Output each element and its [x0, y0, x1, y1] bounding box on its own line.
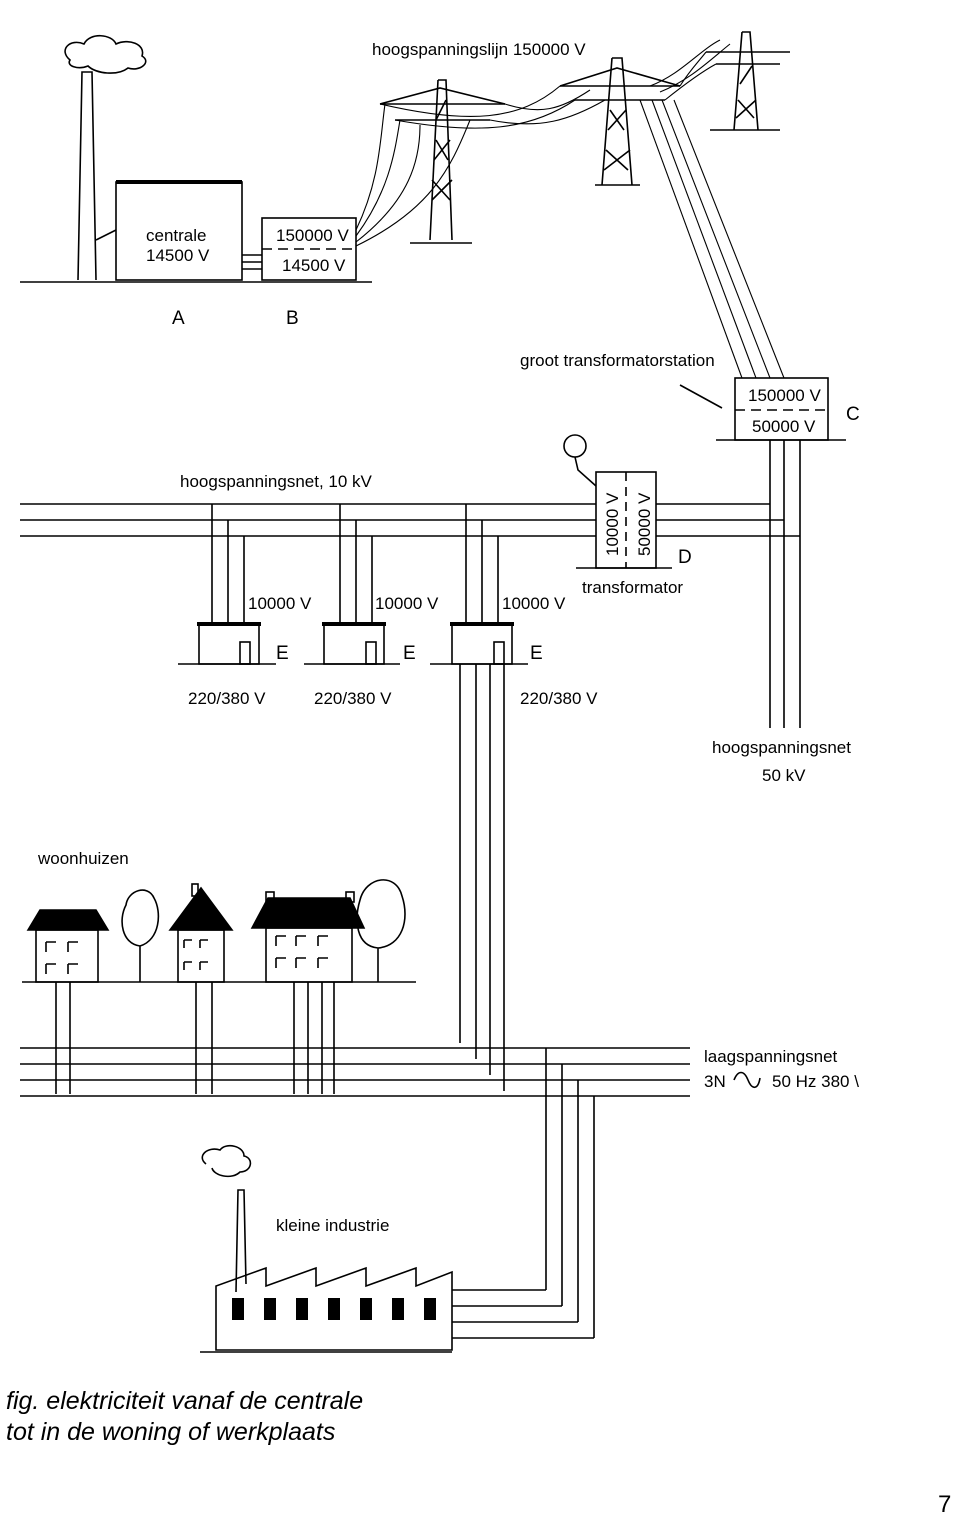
network-10kv — [20, 503, 800, 537]
letter-b: B — [286, 308, 299, 329]
transformer-d — [563, 434, 672, 569]
low-voltage-network — [20, 1047, 690, 1339]
net-10kv-label: hoogspanningsnet, 10 kV — [180, 472, 373, 491]
substation-2-input-voltage: 10000 V — [375, 594, 439, 613]
transformer-station-c — [679, 377, 846, 728]
substation-1-output-voltage: 220/380 V — [188, 689, 266, 708]
letter-e-2: E — [403, 643, 416, 664]
transformer-label: transformator — [582, 578, 683, 597]
substation-3-input-voltage: 10000 V — [502, 594, 566, 613]
substation-3-output-voltage: 220/380 V — [520, 689, 598, 708]
letter-a: A — [172, 308, 185, 329]
step-up-primary-voltage: 150000 V — [276, 226, 349, 245]
pylon-2 — [559, 57, 681, 186]
net-50kv-voltage: 50 kV — [762, 766, 806, 785]
power-plant — [20, 71, 372, 283]
station-title: groot transformatorstation — [520, 351, 715, 370]
step-up-transformer — [261, 217, 357, 281]
letter-c: C — [846, 404, 860, 425]
station-primary-voltage: 150000 V — [748, 386, 821, 405]
smoke-cloud-plant — [64, 34, 147, 74]
factory — [200, 1144, 453, 1353]
transformer-primary-voltage: 10000 V — [603, 492, 622, 556]
substation-2-output-voltage: 220/380 V — [314, 689, 392, 708]
page-number: 7 — [938, 1491, 952, 1518]
net-50kv-label: hoogspanningsnet — [712, 738, 851, 757]
caption-line-1: fig. elektriciteit vanaf de centrale — [6, 1387, 364, 1415]
pylon-1 — [379, 79, 506, 244]
substation-e-2 — [304, 504, 400, 665]
transmission-line-label: hoogspanningslijn 150000 V — [372, 40, 586, 59]
step-up-secondary-voltage: 14500 V — [282, 256, 346, 275]
ac-wave-symbol — [733, 1071, 761, 1089]
letter-e-1: E — [276, 643, 289, 664]
caption-line-2: tot in de woning of werkplaats — [6, 1418, 336, 1446]
houses — [22, 879, 416, 1094]
figure-caption: fig. elektriciteit vanaf de centrale tot… — [6, 1386, 363, 1448]
letter-e-3: E — [530, 643, 543, 664]
substation-e-1 — [178, 504, 276, 665]
low-voltage-spec: 50 Hz 380 \ — [772, 1072, 859, 1091]
transformer-secondary-voltage: 50000 V — [635, 492, 654, 556]
substation-1-input-voltage: 10000 V — [248, 594, 312, 613]
high-voltage-conductors — [355, 39, 785, 379]
industry-label: kleine industrie — [276, 1216, 389, 1235]
low-voltage-prefix: 3N — [704, 1072, 726, 1091]
pylon-3 — [706, 31, 790, 131]
letter-d: D — [678, 547, 692, 568]
plant-voltage: 14500 V — [146, 246, 210, 265]
houses-label: woonhuizen — [37, 849, 129, 868]
station-secondary-voltage: 50000 V — [752, 417, 816, 436]
low-voltage-label: laagspanningsnet — [704, 1047, 838, 1066]
plant-label: centrale — [146, 226, 206, 245]
substation-e-3 — [430, 504, 528, 1091]
